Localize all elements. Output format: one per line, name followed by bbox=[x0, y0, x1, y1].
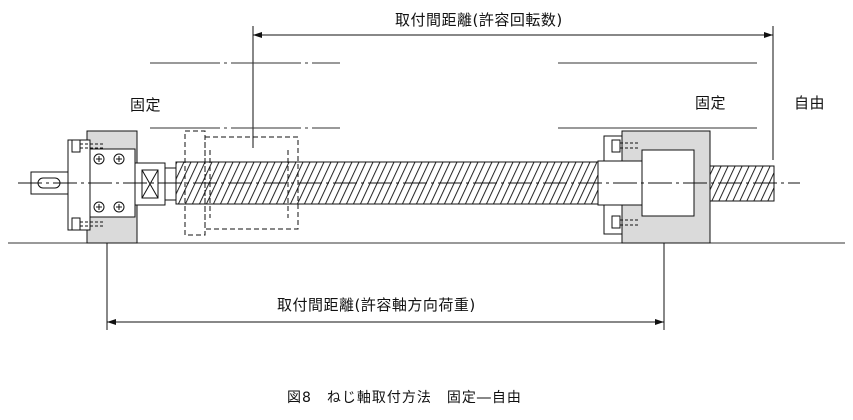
free-label: 自由 bbox=[794, 94, 826, 112]
left-support-unit bbox=[67, 130, 177, 244]
top-dimension bbox=[252, 26, 774, 160]
bottom-dimension-label: 取付間距離(許容軸方向荷重) bbox=[277, 296, 476, 314]
fixed-label-left: 固定 bbox=[130, 96, 162, 114]
top-dimension-label: 取付間距離(許容回転数) bbox=[395, 11, 563, 29]
fixed-label-right: 固定 bbox=[695, 94, 727, 112]
right-support-unit bbox=[597, 130, 711, 244]
envelope-lines bbox=[150, 62, 757, 129]
figure-caption: 図8 ねじ軸取付方法 固定―自由 bbox=[287, 390, 522, 406]
